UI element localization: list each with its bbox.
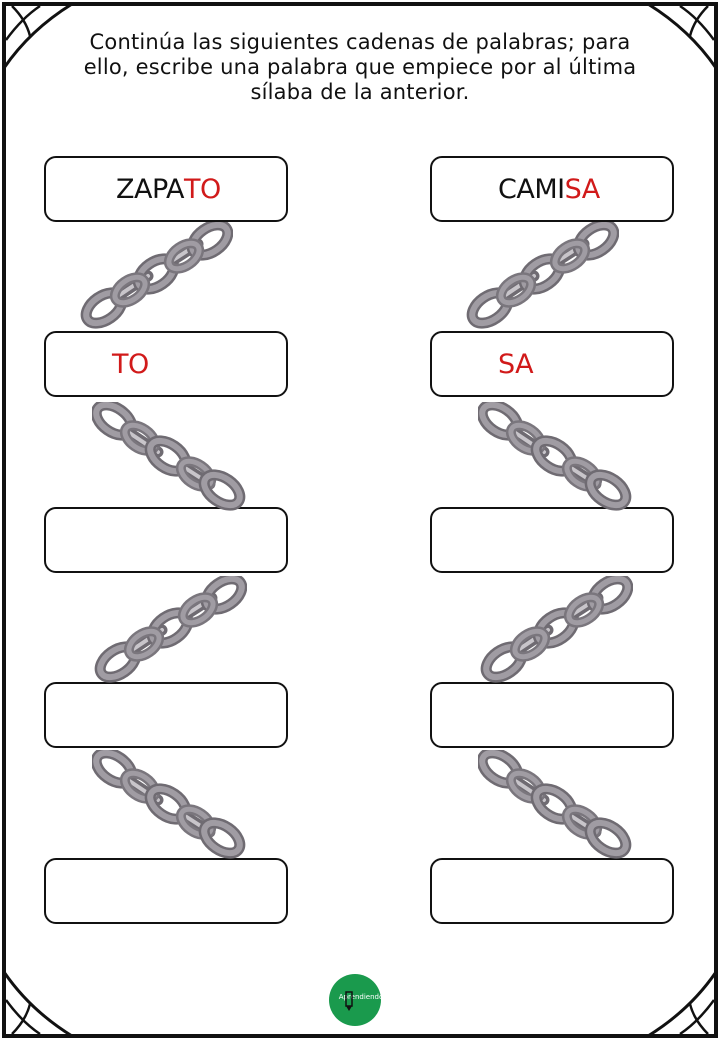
logo: Aprendiendo: [329, 974, 384, 1026]
word-left-1-end: TO: [184, 173, 221, 205]
word-right-1-start: CAMI: [498, 173, 565, 205]
pencil-icon: [345, 991, 353, 1011]
word-box-right-2[interactable]: SA: [430, 331, 674, 397]
chain-icon: [92, 750, 247, 860]
chain-icon: [478, 750, 633, 860]
word-left-1-start: ZAPA: [116, 173, 185, 205]
word-right-1-end: SA: [564, 173, 601, 205]
chain-icon: [92, 576, 247, 686]
chain-icon: [92, 402, 247, 512]
chain-icon: [464, 222, 619, 332]
answer-box-left-5[interactable]: [44, 858, 288, 924]
chain-icon: [478, 576, 633, 686]
syllable-right: SA: [498, 348, 534, 380]
answer-box-right-3[interactable]: [430, 507, 674, 573]
answer-box-left-4[interactable]: [44, 682, 288, 748]
syllable-left: TO: [112, 348, 149, 380]
chain-icon: [78, 222, 233, 332]
answer-box-left-3[interactable]: [44, 507, 288, 573]
instructions-text: Continúa las siguientes cadenas de palab…: [83, 30, 637, 104]
logo-text: Aprendiendo: [338, 993, 384, 1001]
chain-icon: [478, 402, 633, 512]
answer-box-right-4[interactable]: [430, 682, 674, 748]
answer-box-right-5[interactable]: [430, 858, 674, 924]
word-box-left-2[interactable]: TO: [44, 331, 288, 397]
